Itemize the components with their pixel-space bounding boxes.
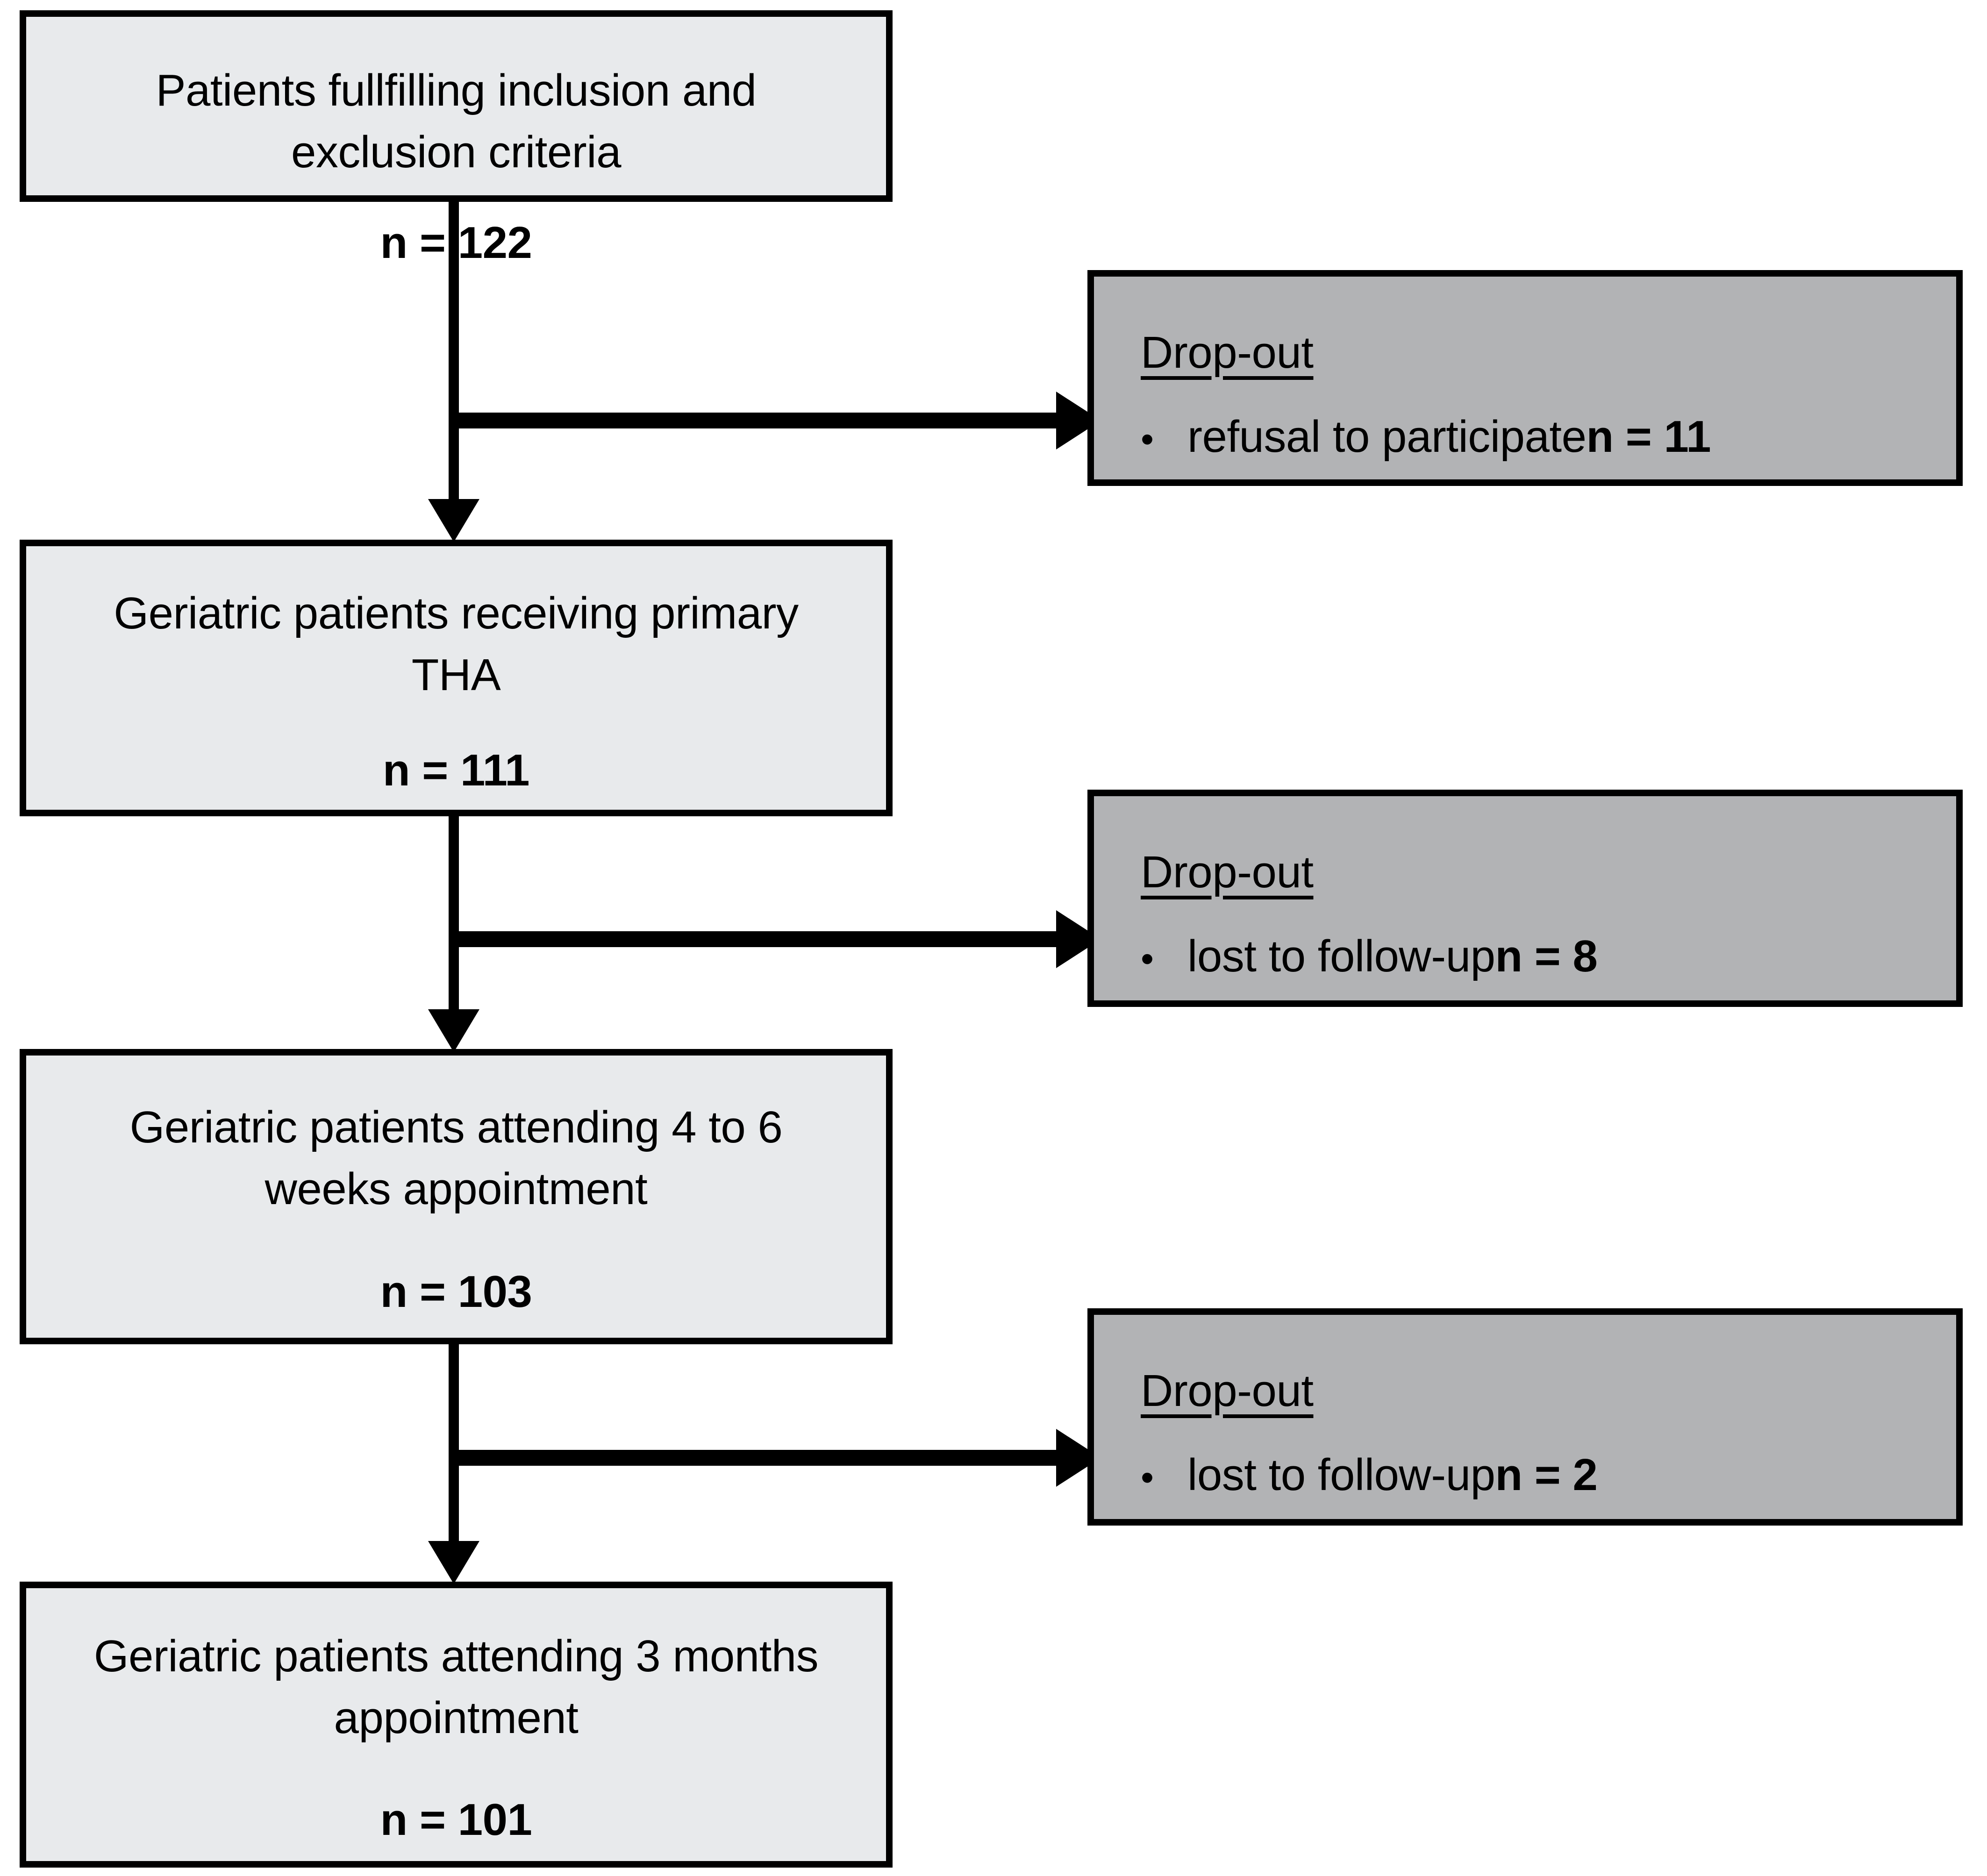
bullet-icon: • bbox=[1141, 938, 1154, 979]
connector-branch-2 bbox=[449, 931, 1065, 947]
dropout-box-refusal[interactable]: Drop-out • refusal to participate n = 11 bbox=[1087, 270, 1963, 486]
bullet-icon: • bbox=[1141, 418, 1154, 460]
arrowhead-down-2 bbox=[428, 1009, 479, 1052]
flow-node-count: n = 103 bbox=[380, 1266, 532, 1317]
flow-node-primary-tha[interactable]: Geriatric patients receiving primary THA… bbox=[20, 540, 893, 816]
flow-node-title: Geriatric patients attending 4 to 6 week… bbox=[129, 1102, 783, 1214]
dropout-count: n = 2 bbox=[1495, 1450, 1598, 1500]
dropout-count: n = 8 bbox=[1495, 931, 1598, 981]
connector-stem-2 bbox=[449, 815, 459, 1012]
arrowhead-down-3 bbox=[428, 1541, 479, 1584]
bullet-icon: • bbox=[1141, 1456, 1154, 1498]
dropout-box-lost-followup-1[interactable]: Drop-out • lost to follow-up n = 8 bbox=[1087, 790, 1963, 1007]
flow-node-count: n = 122 bbox=[380, 217, 532, 268]
flow-node-4-6-weeks-appointment[interactable]: Geriatric patients attending 4 to 6 week… bbox=[20, 1049, 893, 1344]
flow-node-title: Geriatric patients attending 3 months ap… bbox=[93, 1631, 819, 1743]
flow-node-count: n = 101 bbox=[380, 1794, 532, 1845]
dropout-heading: Drop-out bbox=[1141, 847, 1314, 897]
dropout-reason-text: lost to follow-up bbox=[1187, 931, 1495, 981]
dropout-reason-text: refusal to participate bbox=[1187, 412, 1587, 462]
dropout-box-lost-followup-2[interactable]: Drop-out • lost to follow-up n = 2 bbox=[1087, 1308, 1963, 1526]
flow-node-3-months-appointment[interactable]: Geriatric patients attending 3 months ap… bbox=[20, 1582, 893, 1868]
dropout-heading: Drop-out bbox=[1141, 1366, 1314, 1416]
flow-node-count: n = 111 bbox=[382, 745, 530, 795]
dropout-reason-item: • lost to follow-up n = 8 bbox=[1141, 931, 1598, 982]
connector-branch-1 bbox=[449, 413, 1065, 428]
dropout-reason-item: • lost to follow-up n = 2 bbox=[1141, 1449, 1598, 1501]
flow-node-inclusion-criteria[interactable]: Patients fullfilling inclusion and exclu… bbox=[20, 10, 893, 268]
dropout-reason-text: lost to follow-up bbox=[1187, 1450, 1495, 1500]
connector-stem-3 bbox=[449, 1343, 459, 1544]
flow-node-title: Patients fullfilling inclusion and exclu… bbox=[156, 65, 757, 178]
connector-branch-3 bbox=[449, 1450, 1065, 1466]
arrowhead-down-1 bbox=[428, 499, 479, 542]
dropout-heading: Drop-out bbox=[1141, 328, 1314, 378]
dropout-reason-item: • refusal to participate n = 11 bbox=[1141, 411, 1711, 463]
dropout-count: n = 11 bbox=[1586, 412, 1711, 462]
flow-node-title: Geriatric patients receiving primary THA bbox=[114, 588, 799, 700]
